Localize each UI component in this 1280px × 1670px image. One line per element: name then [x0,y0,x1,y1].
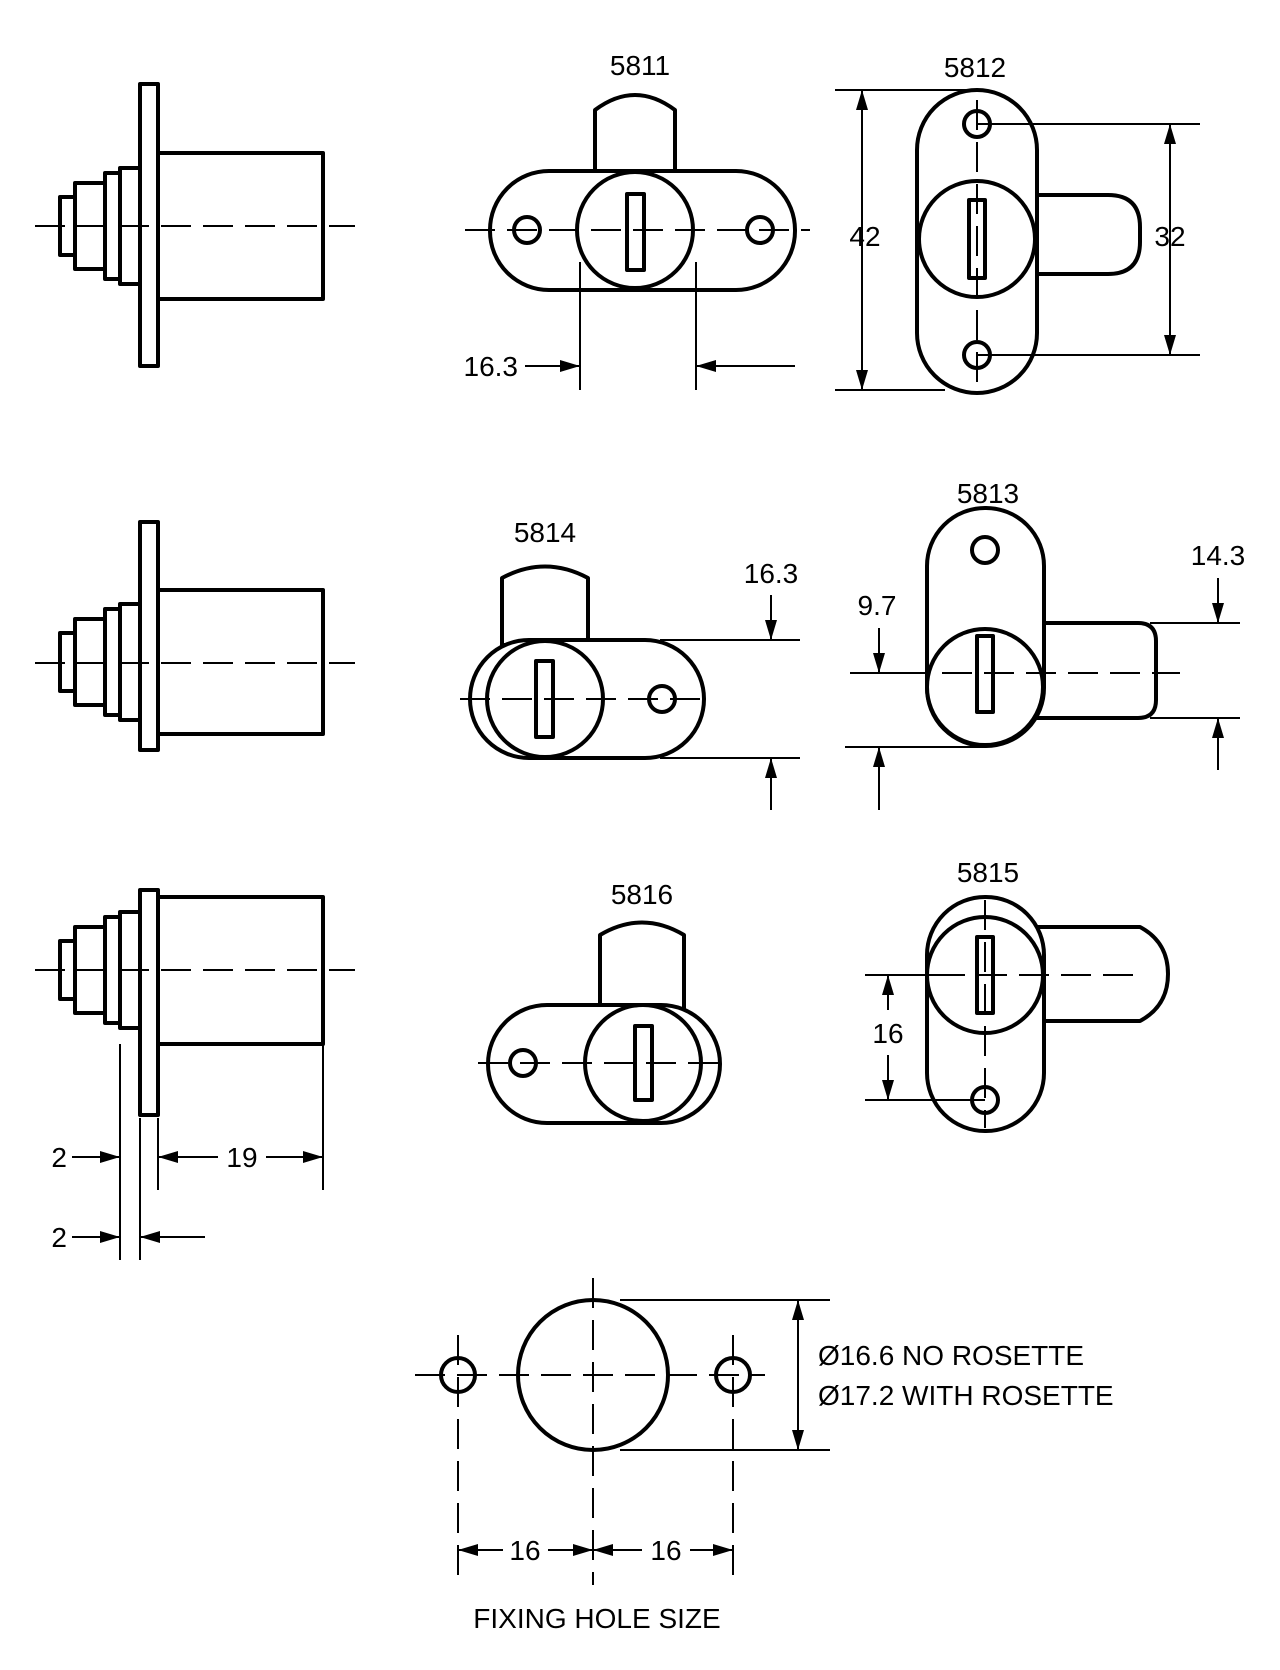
lock-5813: 9.7 14.3 5813 [845,478,1245,810]
fixing-hole-title: FIXING HOLE SIZE [473,1603,720,1634]
dim-5812-spacing-label: 32 [1154,221,1185,252]
dim-hole-spacing-left-label: 16 [509,1535,540,1566]
lock-5814: 5814 16.3 [460,517,800,810]
lock-5811: 5811 16.3 [464,50,810,390]
lock-5812: 42 32 5812 [835,52,1200,395]
dim-5811-width-label: 16.3 [464,351,519,382]
dim-plate-thickness-label: 2 [51,1222,67,1253]
dim-body-length-label: 19 [226,1142,257,1173]
label-5811: 5811 [610,50,670,81]
dim-hole-spacing-right-label: 16 [650,1535,681,1566]
lock-5815: 16 5815 [865,857,1170,1133]
fixing-hole-no-rosette: Ø16.6 NO ROSETTE [818,1340,1084,1371]
fixing-hole-diagram: Ø16.6 NO ROSETTE Ø17.2 WITH ROSETTE 16 1… [415,1278,1114,1634]
dim-flange-thickness: 2 [51,1142,120,1173]
dim-plate-thickness: 2 [51,1222,205,1253]
dim-body-length: 19 [158,1142,323,1173]
label-5814: 5814 [514,517,576,548]
dim-5813-offset-label: 9.7 [858,590,897,621]
side-view-row1 [35,82,355,368]
lock-5816: 5816 [478,879,730,1125]
dim-5814-offset-label: 16.3 [744,558,799,589]
side-view-row3 [35,888,355,1260]
dim-flange-thickness-label: 2 [51,1142,67,1173]
label-5816: 5816 [611,879,673,910]
dim-5813-bolt-label: 14.3 [1191,540,1246,571]
fixing-hole-with-rosette: Ø17.2 WITH ROSETTE [818,1380,1114,1411]
label-5813: 5813 [957,478,1019,509]
label-5812: 5812 [944,52,1006,83]
dim-5812-height-label: 42 [849,221,880,252]
side-view-row2 [35,520,355,752]
dim-5815-offset-label: 16 [872,1018,903,1049]
label-5815: 5815 [957,857,1019,888]
